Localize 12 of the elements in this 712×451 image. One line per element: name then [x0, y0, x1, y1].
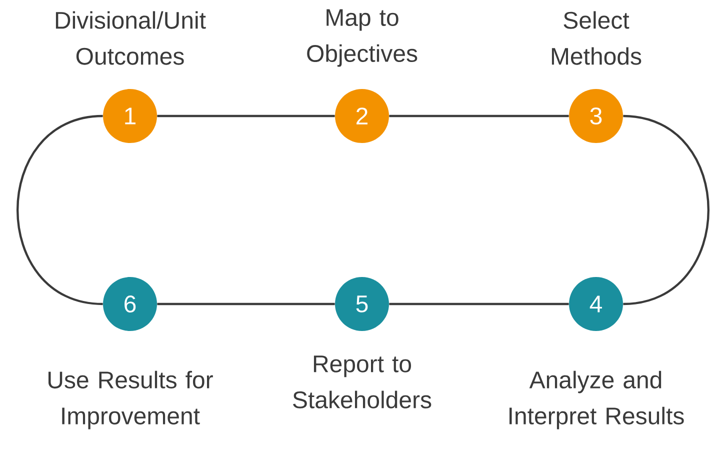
connector-arc [623, 114, 710, 306]
connector-line [389, 114, 569, 118]
step-label: Use Results for Improvement [48, 370, 213, 430]
connector-line [157, 114, 335, 118]
step-label: Report to Stakeholders [293, 356, 432, 408]
connector-line [389, 302, 569, 306]
connector-arc [16, 114, 103, 306]
step-label: Select Methods [552, 11, 642, 65]
connector-line [157, 302, 335, 306]
step-label: Divisional/Unit Outcomes [56, 11, 206, 65]
step-label: Analyze and Interpret Results [510, 370, 684, 430]
step-label: Map to Objectives [307, 9, 418, 67]
